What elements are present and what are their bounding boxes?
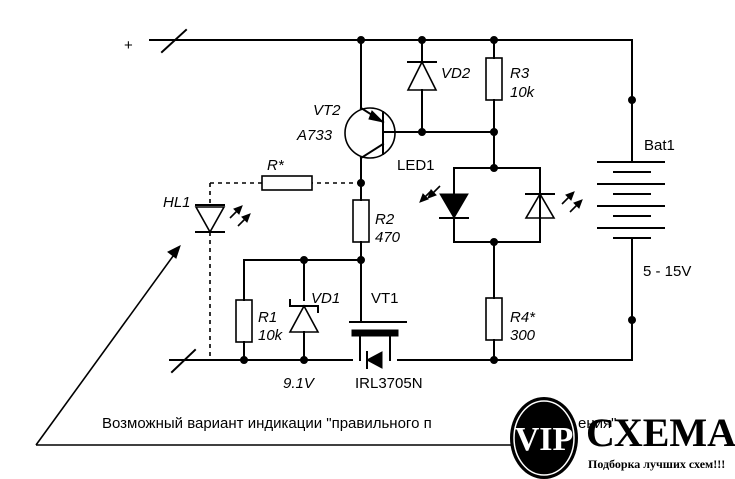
led1-label: LED1: [397, 157, 435, 174]
r2-value: 470: [375, 229, 401, 246]
diode-vd2: [406, 39, 438, 136]
pointer-arrow: [35, 245, 520, 446]
r1-value: 10k: [258, 327, 284, 344]
resistor-r-star: [209, 175, 361, 205]
vd2-label: VD2: [441, 65, 471, 82]
vt2-name: VT2: [313, 102, 341, 119]
r3-value: 10k: [510, 84, 536, 101]
mosfet-vt1: [349, 321, 407, 369]
r-star-label: R*: [267, 157, 285, 174]
r1-name: R1: [258, 309, 277, 326]
vip-schema-logo: VIP СХЕМА Подборка лучших схем!!!: [510, 397, 735, 479]
transistor-vt2: [344, 39, 495, 201]
top-rail: [149, 28, 633, 54]
logo-subtitle: Подборка лучших схем!!!: [588, 457, 725, 471]
vt1-type: IRL3705N: [355, 375, 423, 392]
resistor-r3: [485, 39, 503, 172]
r4-value: 300: [510, 327, 536, 344]
hl1-label: HL1: [163, 194, 191, 211]
caption-text: Возможный вариант индикации "правильного…: [102, 415, 432, 432]
vd1-voltage: 9.1V: [283, 375, 316, 392]
gate-node: [243, 256, 362, 301]
vt2-type: A733: [296, 127, 333, 144]
r3-name: R3: [510, 65, 530, 82]
led1-pair: [419, 167, 583, 246]
vd1-label: VD1: [311, 290, 340, 307]
vt1-name: VT1: [371, 290, 399, 307]
led-hl1: [194, 204, 251, 360]
bat1-label: Bat1: [644, 137, 675, 154]
logo-vip-text: VIP: [515, 421, 574, 458]
caption-tail: ения": [578, 415, 616, 432]
zener-vd1: [288, 299, 320, 361]
logo-name-text: СХЕМА: [586, 410, 735, 455]
r2-name: R2: [375, 211, 395, 228]
r4-name: R4*: [510, 309, 536, 326]
resistor-r4: [485, 241, 503, 361]
battery-bat1: [597, 39, 665, 361]
bottom-rail: [169, 348, 633, 374]
bat-voltage-label: 5 - 15V: [643, 263, 691, 280]
plus-terminal-label: +: [124, 37, 133, 54]
resistor-r1: [235, 299, 253, 361]
